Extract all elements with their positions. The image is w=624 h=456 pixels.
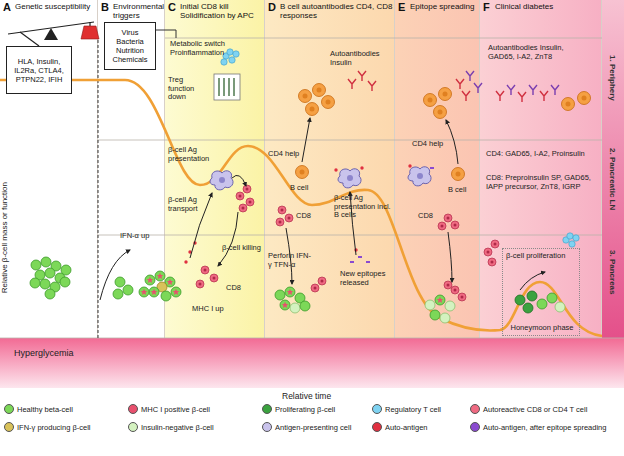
annotation: Autoantibodies Insulin, GAD65, I-A2, ZnT… — [488, 44, 592, 61]
honeymoon-box: β-cell proliferationHoneymoon phase — [502, 248, 580, 336]
annotation: New epitopes released — [340, 270, 395, 287]
legend-text: Healthy beta-cell — [17, 405, 73, 414]
box-text: HLA, Insulin, IL2Ra, CTLA4, PTPN22, IFIH — [7, 57, 71, 84]
gene-box: HLA, Insulin, IL2Ra, CTLA4, PTPN22, IFIH — [6, 46, 72, 94]
annotation: Perforin IFN-γ TFN-α — [268, 252, 313, 269]
annotation: B cell — [290, 184, 325, 193]
panel-letter: F — [483, 1, 490, 13]
legend-swatch — [470, 404, 480, 414]
legend-item: Insulin-negative β-cell — [128, 422, 214, 432]
panel-letter: B — [101, 1, 109, 13]
annotation: CD4: GAD65, I-A2, Proinsulin — [486, 150, 598, 159]
panel-letter: C — [168, 1, 176, 13]
annotation: β-cell Ag presentation — [168, 146, 212, 163]
legend-text: Insulin-negative β-cell — [141, 423, 214, 432]
legend-item: Healthy beta-cell — [4, 404, 73, 414]
annotation: Hyperglycemia — [14, 348, 104, 358]
legend-text: Regulatory T cell — [385, 405, 441, 414]
panel-heading: Epitope spreading — [410, 2, 478, 11]
panel-heading: Initial CD8 kill Solidification by APC — [180, 2, 263, 20]
legend-text: MHC I positive β-cell — [141, 405, 210, 414]
panel-heading: Environmental triggers — [113, 2, 163, 20]
annotation: Treg function down — [168, 76, 210, 102]
region-label: 1. Periphery — [607, 55, 616, 101]
annotation: CD8: Preproinsulin SP, GAD65, IAPP precu… — [486, 174, 600, 191]
panel-heading: B cell autoantibodies CD4, CD8 responses — [280, 2, 393, 20]
annotation: Autoantibodies Insulin — [330, 50, 400, 67]
annotation: β-cell Ag presentation incl. B cells — [334, 194, 394, 220]
annotation: MHC I up — [192, 305, 232, 314]
legend-swatch — [262, 422, 272, 432]
legend-item: Regulatory T cell — [372, 404, 441, 414]
box-note: β-cell proliferation — [506, 252, 578, 261]
panel-letter: A — [3, 1, 11, 13]
legend-text: Autoreactive CD8 or CD4 T cell — [483, 405, 587, 414]
column-band: B Environmental triggersVirus Bacteria Nu… — [98, 0, 165, 338]
legend-swatch — [128, 422, 138, 432]
legend-item: IFN-γ producing β-cell — [4, 422, 91, 432]
box-text: Virus Bacteria Nutrition Chemicals — [105, 28, 155, 64]
legend-item: Autoreactive CD8 or CD4 T cell — [470, 404, 587, 414]
legend-swatch — [128, 404, 138, 414]
annotation: CD8 — [296, 212, 321, 221]
legend-swatch — [262, 404, 272, 414]
annotation: IFN-α up — [120, 232, 164, 241]
annotation: CD8 — [418, 212, 443, 221]
box-title: Honeymoon phase — [506, 324, 578, 333]
annotation: CD8 — [226, 284, 248, 293]
panel-heading: Clinical diabetes — [495, 2, 600, 11]
annotation: Metabolic switch Proinflammation — [170, 40, 258, 57]
panel-letter: D — [268, 1, 276, 13]
legend-item: Auto-antigen — [372, 422, 428, 432]
legend-item: Auto-antigen, after epitope spreading — [470, 422, 606, 432]
legend-text: Auto-antigen, after epitope spreading — [483, 423, 606, 432]
annotation: Relative time — [282, 392, 372, 402]
legend-item: Proliferating β-cell — [262, 404, 335, 414]
legend-item: MHC I positive β-cell — [128, 404, 210, 414]
annotation: β-cell Ag transport — [168, 196, 208, 213]
legend-swatch — [4, 422, 14, 432]
axis-label: Relative β-cell mass or function — [1, 182, 10, 293]
annotation: CD4 help — [412, 140, 452, 149]
annotation: CD4 help — [268, 150, 308, 159]
panel-letter: E — [398, 1, 405, 13]
column-band: A Genetic susceptibilityHLA, Insulin, IL2… — [0, 0, 98, 338]
legend-text: Antigen-presenting cell — [275, 423, 351, 432]
trigger-box: Virus Bacteria Nutrition Chemicals — [104, 22, 156, 70]
annotation: B cell — [448, 186, 478, 195]
legend-swatch — [470, 422, 480, 432]
annotation: β-cell killing — [222, 244, 262, 253]
region-label: 3. Pancreas — [607, 250, 616, 294]
column-band: E Epitope spreading — [395, 0, 480, 338]
legend-item: Antigen-presenting cell — [262, 422, 351, 432]
legend-text: Proliferating β-cell — [275, 405, 335, 414]
region-label: 2. Pancreatic LN — [607, 148, 616, 210]
legend-swatch — [372, 422, 382, 432]
legend-text: Auto-antigen — [385, 423, 428, 432]
legend-swatch — [372, 404, 382, 414]
legend-swatch — [4, 404, 14, 414]
legend-text: IFN-γ producing β-cell — [17, 423, 91, 432]
panel-heading: Genetic susceptibility — [15, 2, 96, 11]
